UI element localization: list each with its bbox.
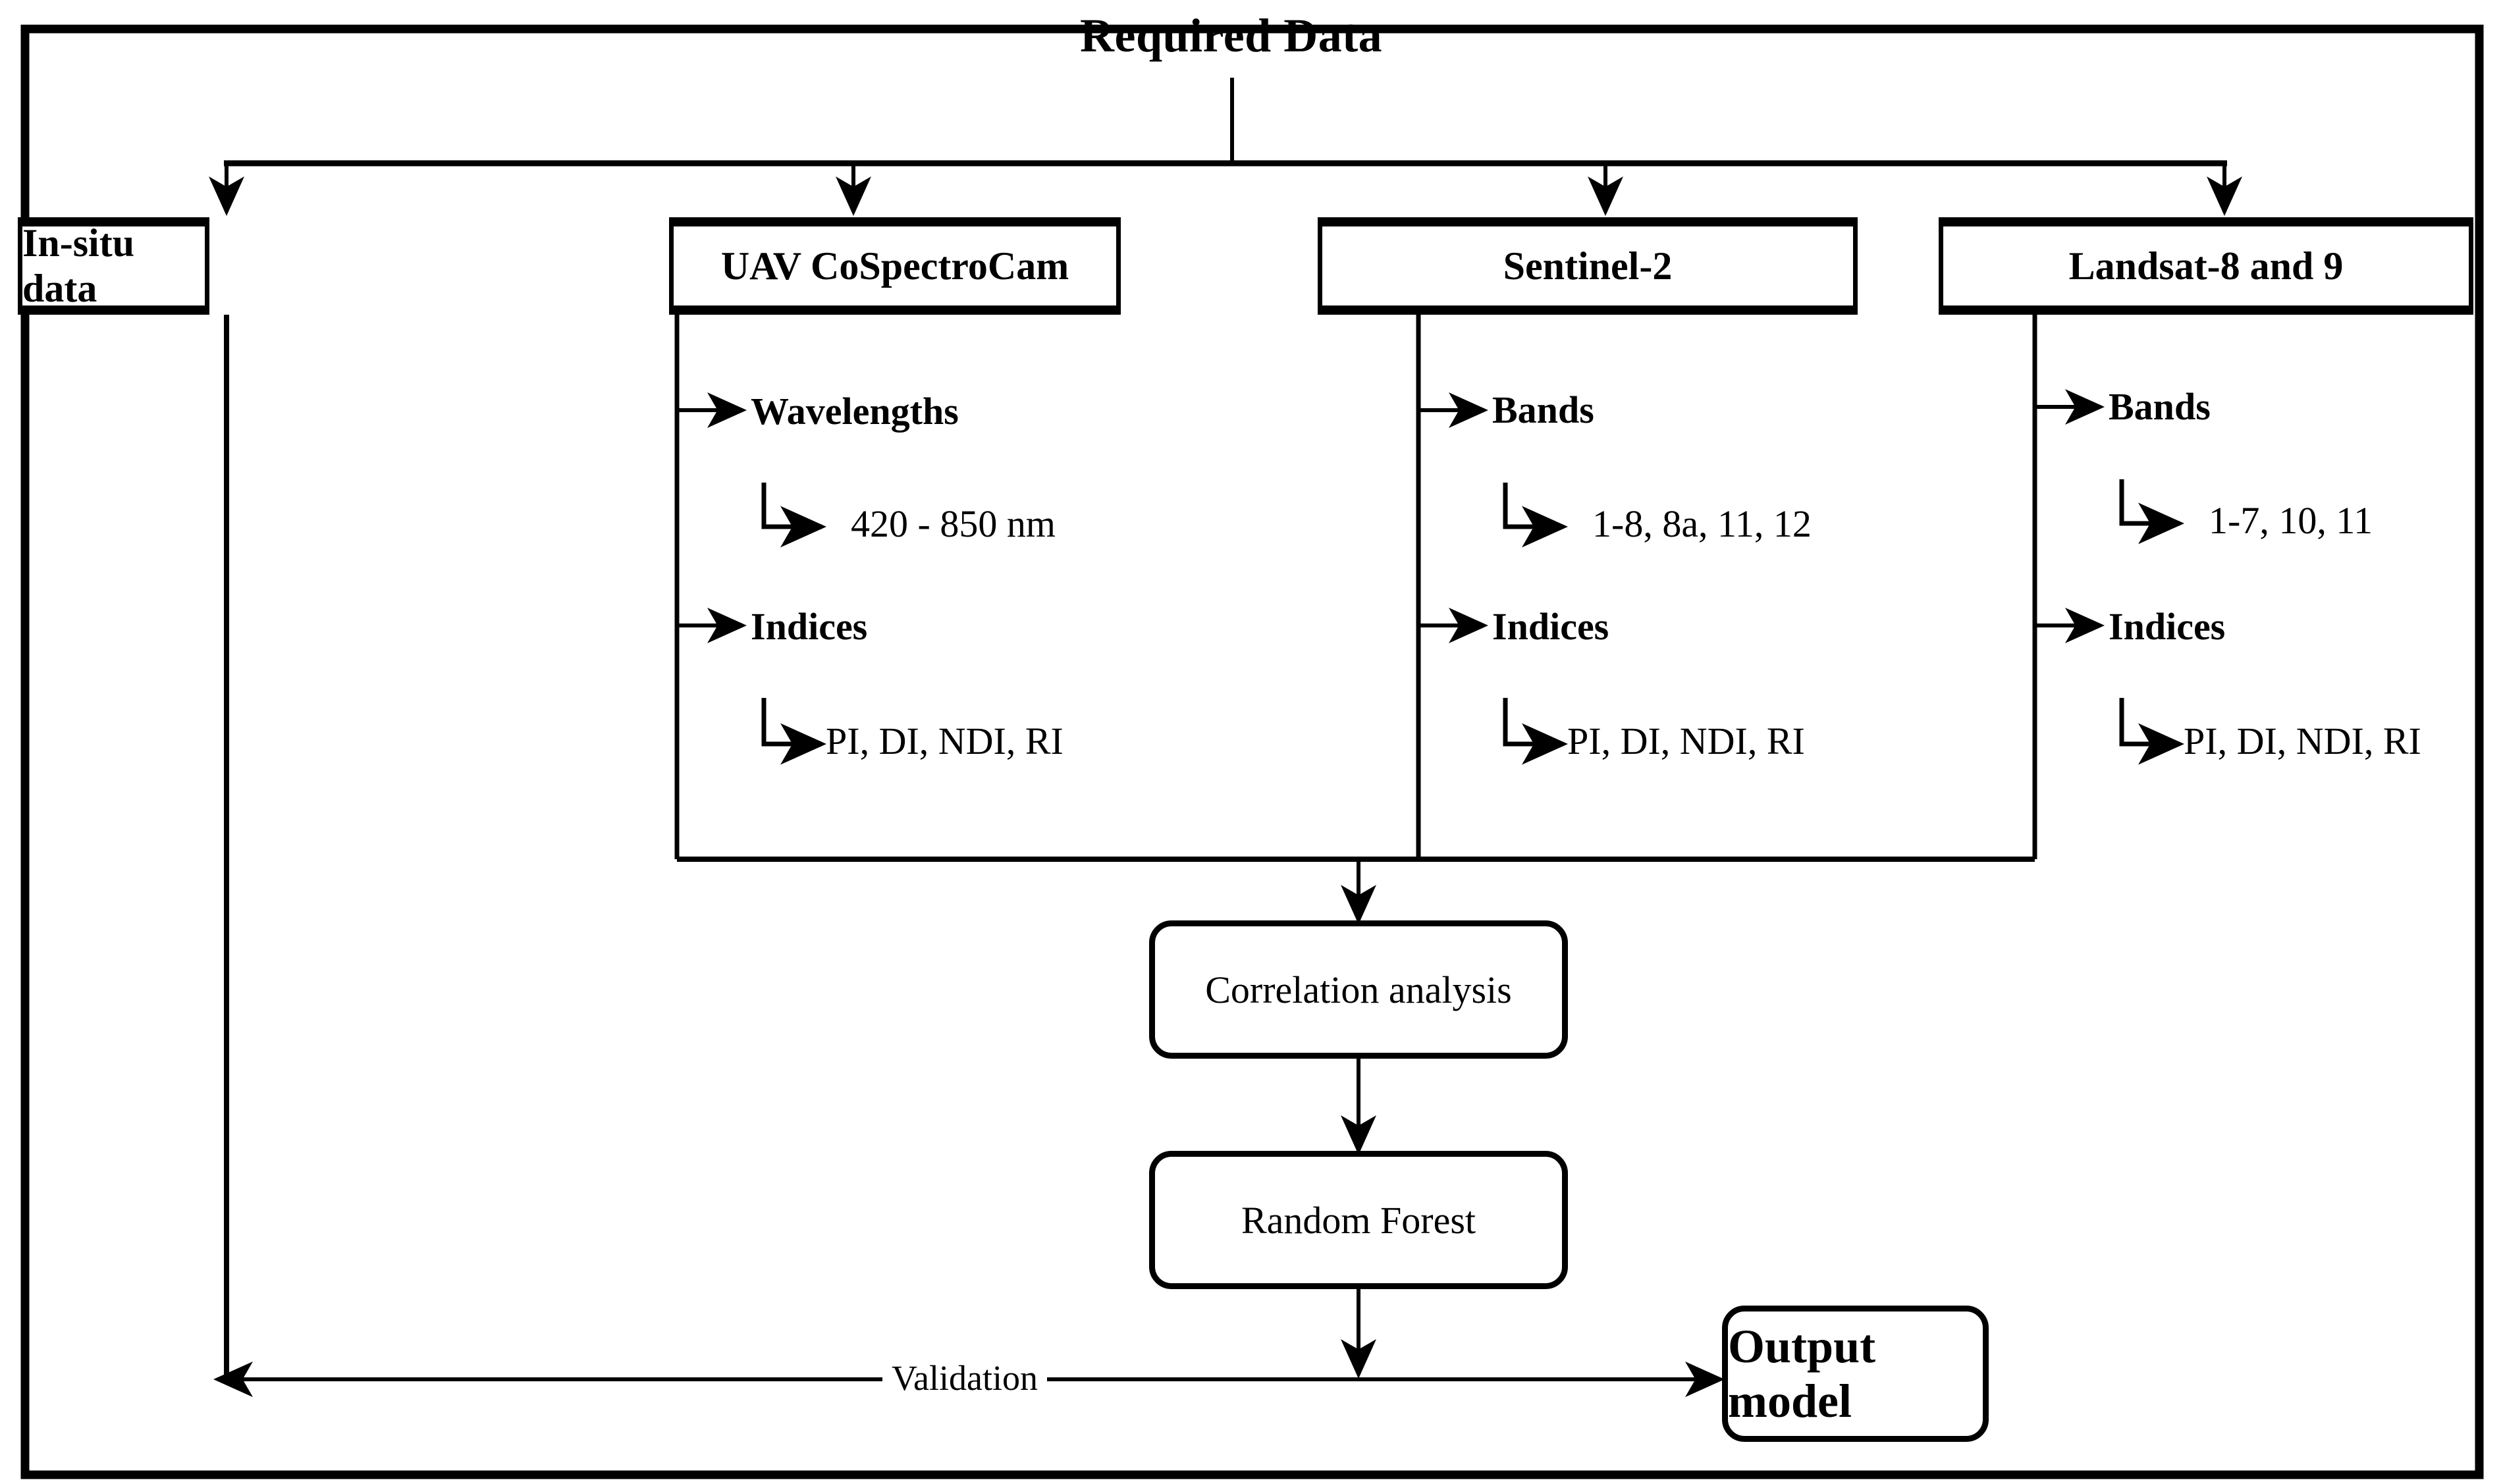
source-label-uav: UAV CoSpectroCam — [720, 244, 1069, 288]
landsat-elbow-bands — [2119, 479, 2184, 544]
source-box-in-situ[interactable]: In-situ data — [18, 217, 209, 315]
source-box-sentinel2[interactable]: Sentinel-2 — [1318, 217, 1858, 315]
uav-elbow-indices — [761, 698, 826, 765]
value-label-uav-wavelengths: 420 - 850 nm — [851, 502, 1056, 545]
process-label-random-forest: Random Forest — [1241, 1198, 1476, 1242]
value-label-landsat-bands: 1-7, 10, 11 — [2209, 499, 2373, 542]
value-label-uav-indices: PI, DI, NDI, RI — [826, 720, 1063, 762]
output-box-model[interactable]: Output model — [1722, 1306, 1989, 1442]
landsat-elbow-indices — [2119, 698, 2184, 765]
output-label-model: Output model — [1728, 1319, 1876, 1427]
uav-elbow-wavelengths — [761, 483, 826, 548]
category-label-sentinel2-indices: Indices — [1492, 605, 1609, 648]
category-label-landsat-indices: Indices — [2109, 605, 2226, 648]
value-label-landsat-indices: PI, DI, NDI, RI — [2184, 720, 2421, 762]
source-label-in-situ: In-situ data — [22, 221, 135, 310]
source-box-uav[interactable]: UAV CoSpectroCam — [669, 217, 1121, 315]
process-box-correlation[interactable]: Correlation analysis — [1149, 920, 1568, 1059]
category-label-landsat-bands: Bands — [2109, 385, 2211, 428]
page-title: Required Data — [1080, 9, 1383, 62]
value-label-sentinel2-indices: PI, DI, NDI, RI — [1567, 720, 1805, 762]
value-label-sentinel2-bands: 1-8, 8a, 11, 12 — [1592, 502, 1812, 545]
process-box-random-forest[interactable]: Random Forest — [1149, 1151, 1568, 1289]
category-label-uav-wavelengths: Wavelengths — [751, 390, 959, 433]
category-label-sentinel2-bands: Bands — [1492, 388, 1594, 431]
source-label-sentinel2: Sentinel-2 — [1503, 244, 1673, 288]
category-label-uav-indices: Indices — [751, 605, 868, 648]
sentinel2-elbow-bands — [1503, 483, 1568, 548]
process-label-correlation: Correlation analysis — [1205, 968, 1512, 1011]
sentinel2-elbow-indices — [1503, 698, 1568, 765]
edge-label-validation: Validation — [882, 1360, 1047, 1396]
source-label-landsat: Landsat-8 and 9 — [2068, 244, 2344, 288]
source-box-landsat[interactable]: Landsat-8 and 9 — [1939, 217, 2473, 315]
